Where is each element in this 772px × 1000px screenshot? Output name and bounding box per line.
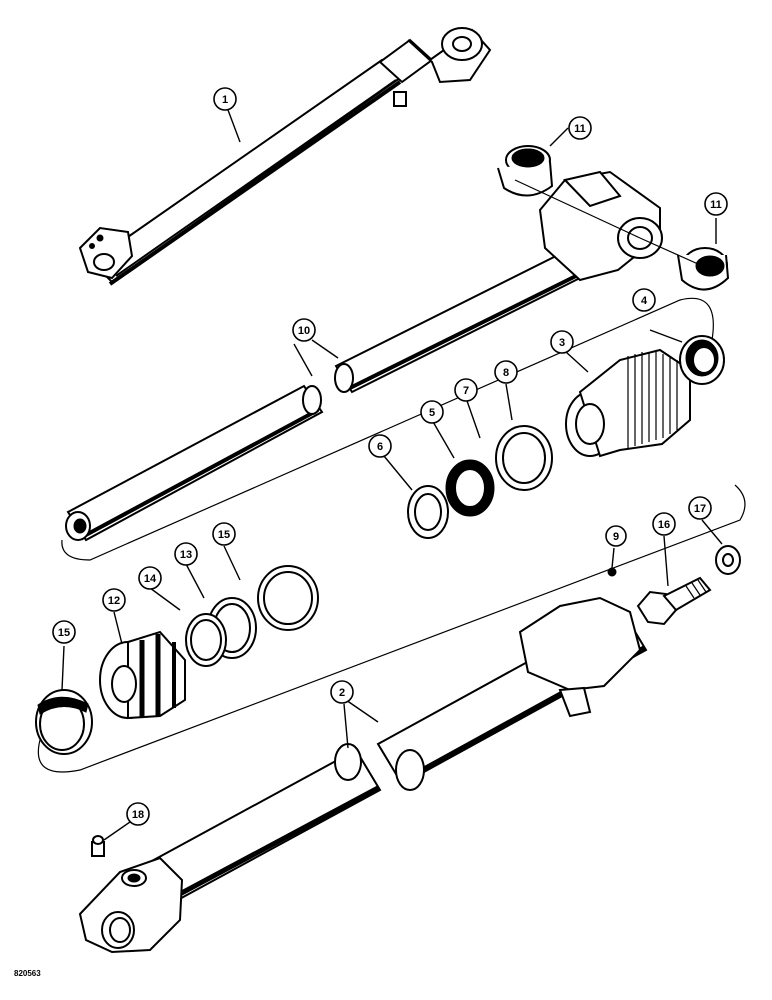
reference-code: 820563 <box>14 969 41 978</box>
leader-lines <box>61 109 723 841</box>
washer <box>715 545 741 575</box>
callout-3: 3 <box>550 330 574 354</box>
callout-13: 13 <box>174 542 198 566</box>
cylinder-barrel-lower <box>78 743 382 954</box>
wear-ring <box>407 485 449 539</box>
svg-text:12: 12 <box>108 595 120 607</box>
callout-15b: 15 <box>52 620 76 644</box>
bushing-lower <box>677 247 730 291</box>
callout-6: 6 <box>368 434 392 458</box>
svg-text:18: 18 <box>132 809 144 821</box>
svg-text:15: 15 <box>58 627 70 639</box>
wiper-ring <box>679 335 725 385</box>
svg-text:13: 13 <box>180 549 192 561</box>
piston-rod-lower-section <box>65 384 324 542</box>
callout-14: 14 <box>138 566 162 590</box>
cylinder-barrel-upper <box>376 596 648 791</box>
bolt <box>636 576 712 626</box>
svg-text:16: 16 <box>658 519 670 531</box>
svg-text:8: 8 <box>503 367 509 379</box>
callout-10a: 10 <box>292 318 316 342</box>
callout-16: 16 <box>652 512 676 536</box>
piston <box>99 630 186 720</box>
svg-text:11: 11 <box>574 123 586 135</box>
svg-text:5: 5 <box>429 407 435 419</box>
svg-text:15: 15 <box>218 529 230 541</box>
svg-text:4: 4 <box>641 295 648 307</box>
svg-text:6: 6 <box>377 441 383 453</box>
piston-rod-with-clevis <box>334 170 699 394</box>
piston-ring-14 <box>185 613 227 667</box>
svg-text:7: 7 <box>463 385 469 397</box>
grease-fitting <box>91 835 105 857</box>
callout-9: 9 <box>605 525 627 547</box>
callout-1: 1 <box>213 87 237 111</box>
svg-text:9: 9 <box>613 531 619 543</box>
svg-text:14: 14 <box>144 573 157 585</box>
callout-7: 7 <box>454 378 478 402</box>
svg-text:3: 3 <box>559 337 565 349</box>
svg-text:17: 17 <box>694 503 706 515</box>
svg-text:1: 1 <box>222 94 228 106</box>
gland <box>565 348 691 458</box>
callout-15a: 15 <box>212 522 236 546</box>
piston-ring-lower <box>35 689 93 755</box>
plug <box>607 567 617 577</box>
callout-8: 8 <box>494 360 518 384</box>
callout-17: 17 <box>688 496 712 520</box>
assembly-guide-curve-1 <box>61 297 714 561</box>
assembled-cylinder <box>78 27 492 286</box>
callout-11b: 11 <box>704 192 728 216</box>
callout-11a: 11 <box>568 116 592 140</box>
svg-text:10: 10 <box>298 325 310 337</box>
assembly-guide-curve-2 <box>37 484 746 773</box>
callout-12: 12 <box>102 588 126 612</box>
svg-text:11: 11 <box>710 199 722 211</box>
piston-ring-upper <box>257 565 319 631</box>
svg-text:2: 2 <box>339 687 345 699</box>
backup-ring <box>495 425 553 491</box>
callout-2: 2 <box>330 680 354 704</box>
rod-seal <box>445 459 495 517</box>
callout-18: 18 <box>126 802 150 826</box>
callout-4: 4 <box>632 288 656 312</box>
callout-5: 5 <box>420 400 444 424</box>
bushing-upper <box>497 145 554 197</box>
